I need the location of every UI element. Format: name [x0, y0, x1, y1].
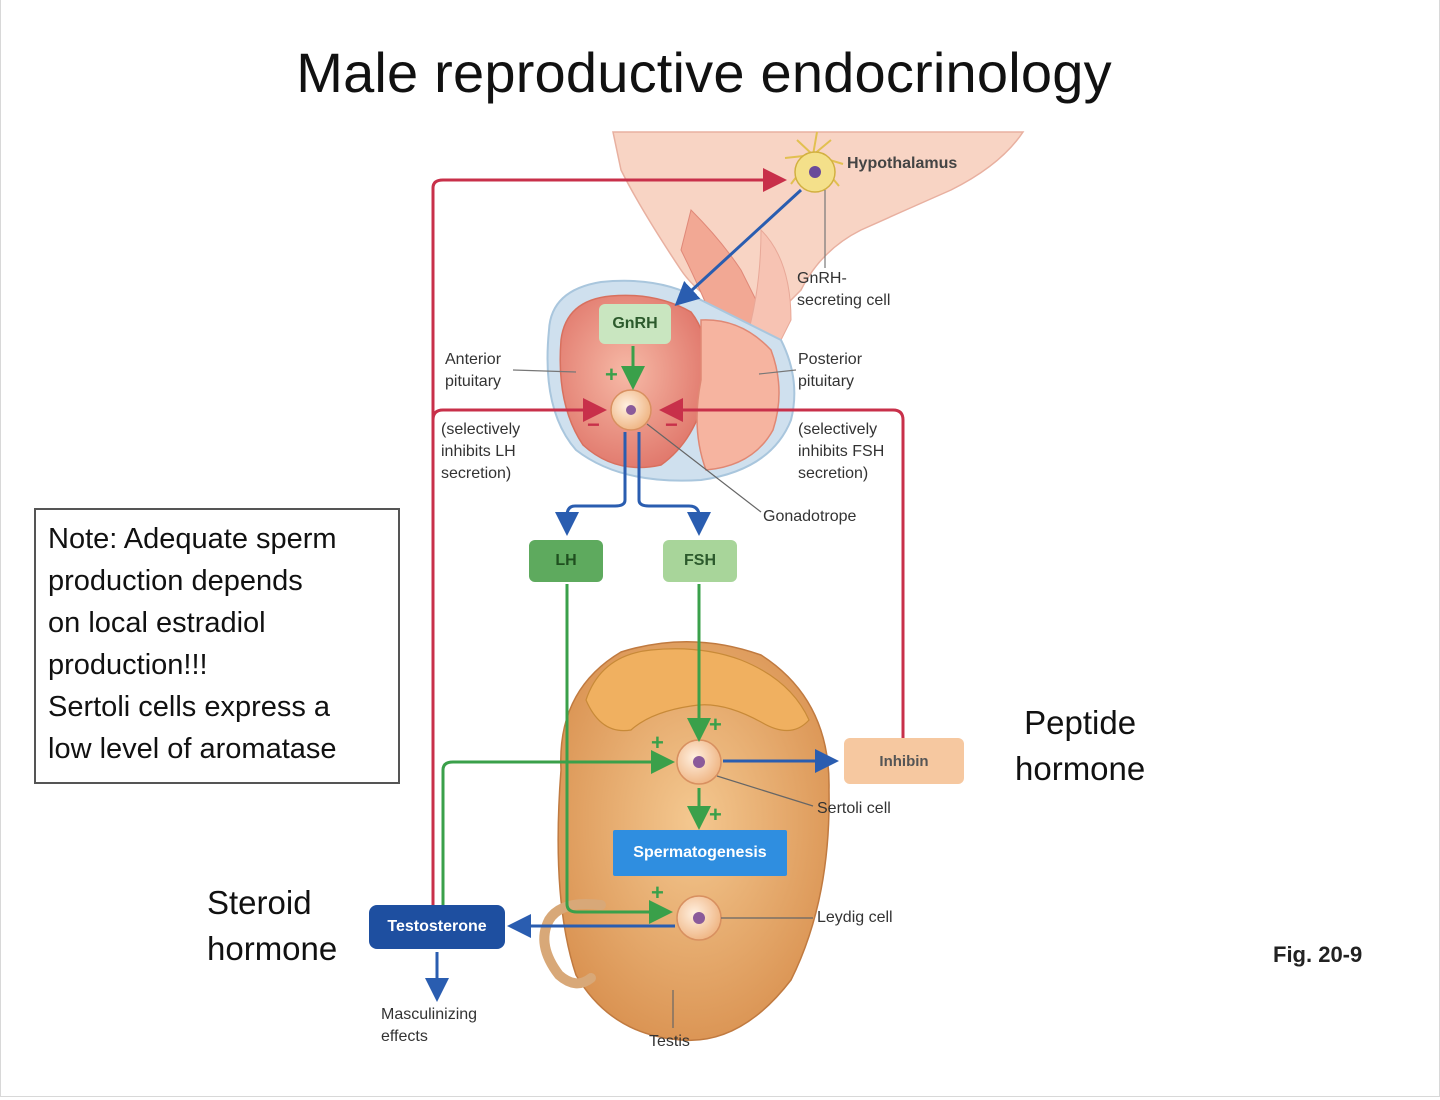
testosterone-box: Testosterone [369, 905, 505, 949]
gnrh-secreting-neuron [784, 131, 844, 193]
plus-sign-leydig: + [651, 880, 664, 905]
note-line: Sertoli cells express a [48, 691, 331, 723]
gnrh-cell-label: GnRH- secreting cell [797, 270, 891, 309]
posterior-pituitary-lobe [696, 319, 780, 471]
hypothalamus-label: Hypothalamus [847, 155, 958, 172]
inhibits-lh-label: (selectively inhibits LH secretion) [441, 421, 521, 482]
minus-sign-fsh: − [665, 412, 678, 437]
sertoli-cell [676, 739, 722, 785]
sertoli-label: Sertoli cell [817, 800, 891, 817]
slide-title: Male reproductive endocrinology [296, 41, 1112, 104]
leydig-label: Leydig cell [817, 909, 893, 926]
gonadotrope-label: Gonadotrope [763, 508, 857, 525]
note-line: production depends [48, 565, 303, 597]
plus-sign-sertoli-testosterone: + [651, 730, 664, 755]
minus-sign-lh: − [587, 412, 600, 437]
masculinizing-label: Masculinizing effects [381, 1006, 478, 1045]
testosterone-feedback-hypothalamus [431, 168, 787, 905]
steroid-hormone-label: Steroid hormone [207, 884, 338, 967]
gonadotrope-cell [610, 389, 652, 431]
fsh-secretion-arrow [637, 432, 711, 536]
gnrh-release-arrow [674, 188, 803, 307]
gnrh-box: GnRH [599, 304, 671, 344]
inhibin-box: Inhibin [844, 738, 964, 784]
anterior-pituitary-label: Anterior pituitary [445, 351, 502, 390]
testosterone-to-sertoli-arrow [441, 750, 675, 905]
note-line: on local estradiol [48, 607, 266, 639]
note-line: production!!! [48, 649, 208, 681]
spermatogenesis-box: Spermatogenesis [613, 830, 787, 876]
leydig-cell [676, 895, 722, 941]
inhibin-feedback-pituitary [659, 398, 905, 738]
inhibits-fsh-label: (selectively inhibits FSH secretion) [798, 421, 885, 482]
testosterone-feedback-pituitary [431, 398, 607, 422]
peptide-hormone-label: Peptide hormone [1015, 704, 1146, 787]
note-box: Note: Adequate sperm production depends … [34, 508, 400, 784]
note-line: low level of aromatase [48, 733, 337, 765]
plus-sign-gnrh: + [605, 362, 618, 387]
lh-to-leydig-arrow [565, 584, 673, 924]
lh-secretion-arrow [555, 432, 627, 536]
plus-sign-spermatogenesis: + [709, 802, 722, 827]
lh-box: LH [529, 540, 603, 582]
figure-number: Fig. 20-9 [1273, 942, 1363, 967]
plus-sign-sertoli-fsh: + [709, 712, 722, 737]
posterior-pituitary-label: Posterior pituitary [798, 351, 863, 390]
testis-label: Testis [649, 1033, 690, 1050]
fsh-box: FSH [663, 540, 737, 582]
note-line: Note: Adequate sperm [48, 523, 337, 555]
